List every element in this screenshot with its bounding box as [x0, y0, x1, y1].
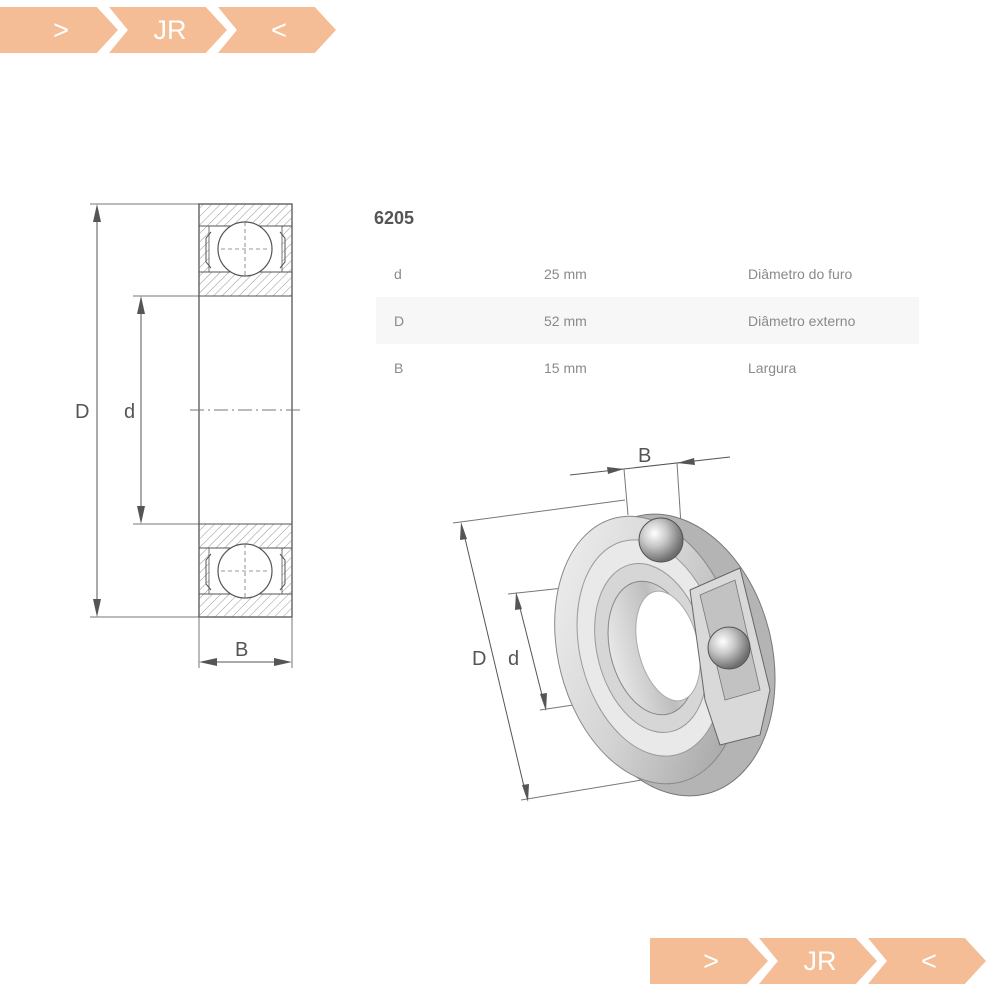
banner-text: JR — [803, 945, 837, 976]
bottom-banner: > JR < — [650, 938, 986, 984]
row-value: 15 mm — [544, 359, 587, 376]
arrowhead — [274, 658, 292, 666]
arrowhead — [93, 204, 101, 222]
arrowhead — [137, 296, 145, 314]
top-banner: > JR < — [0, 7, 336, 53]
arrowhead — [522, 784, 529, 802]
banner-text: > — [53, 14, 69, 45]
arrowhead — [540, 693, 547, 711]
label-d: d — [508, 648, 519, 670]
arrowhead — [607, 467, 624, 474]
dimension-line-D — [462, 529, 527, 796]
arrowhead — [93, 599, 101, 617]
label-d: d — [124, 401, 135, 423]
row-description: Diâmetro do furo — [748, 265, 853, 282]
row-description: Largura — [748, 359, 797, 376]
upper-bearing-section — [198, 203, 293, 297]
arrowhead — [677, 458, 695, 465]
banner-text: < — [921, 945, 937, 976]
extension-line — [676, 462, 682, 526]
table-row: d 25 mm Diâmetro do furo — [376, 250, 919, 297]
row-value: 52 mm — [544, 312, 587, 329]
label-B: B — [235, 639, 248, 661]
extension-line — [623, 468, 629, 516]
row-symbol: D — [394, 312, 405, 329]
banner-chevron: JR — [109, 7, 227, 53]
label-D: D — [472, 648, 486, 670]
bearing-body — [554, 513, 776, 797]
row-symbol: d — [394, 265, 402, 282]
dimension-line-B — [569, 456, 731, 476]
row-description: Diâmetro externo — [748, 312, 856, 329]
table-row: D 52 mm Diâmetro externo — [376, 297, 919, 344]
banner-chevron: < — [868, 938, 986, 984]
label-D: D — [75, 401, 89, 423]
banner-chevron: > — [0, 7, 118, 53]
banner-text: < — [271, 14, 287, 45]
row-symbol: B — [394, 359, 404, 376]
banner-chevron: JR — [759, 938, 877, 984]
dimension-line-d — [517, 599, 545, 704]
label-B: B — [638, 445, 651, 467]
extension-line — [452, 499, 626, 524]
banner-text: JR — [153, 14, 187, 45]
arrowhead — [137, 506, 145, 524]
arrowhead — [460, 522, 467, 540]
banner-chevron: < — [218, 7, 336, 53]
lower-bearing-section — [198, 523, 293, 618]
table-row: B 15 mm Largura — [376, 344, 919, 391]
arrowhead — [515, 592, 522, 610]
ball — [638, 517, 684, 563]
bearing-model-title: 6205 — [374, 208, 415, 228]
banner-chevron: > — [650, 938, 768, 984]
row-value: 25 mm — [544, 265, 587, 282]
dimension-table: d 25 mm Diâmetro do furo D 52 mm Diâmetr… — [376, 250, 919, 391]
banner-text: > — [703, 945, 719, 976]
arrowhead — [199, 658, 217, 666]
ball — [707, 626, 751, 670]
